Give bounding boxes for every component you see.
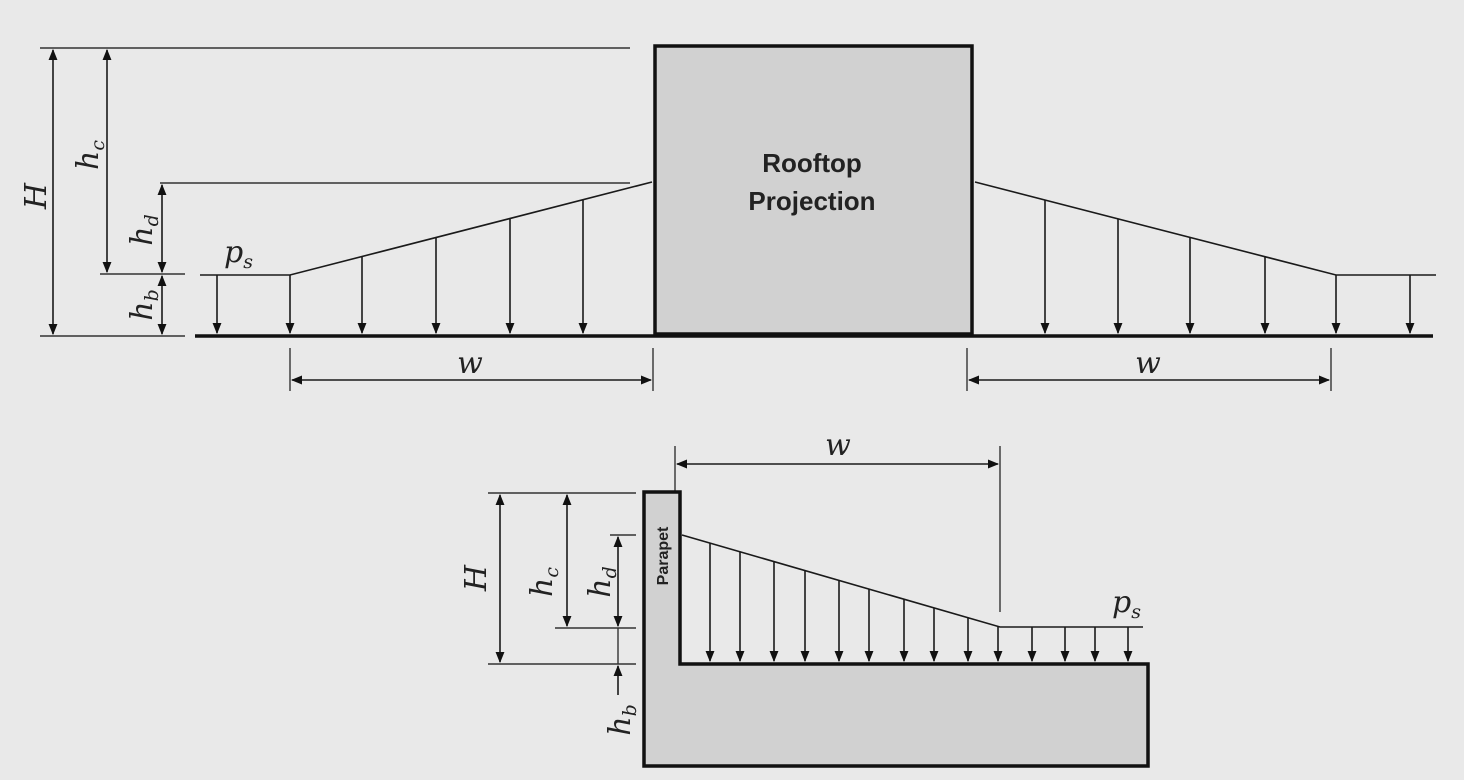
label-hb: hb bbox=[603, 704, 641, 736]
label-hc: hc bbox=[71, 140, 109, 170]
label-w-parapet: w bbox=[825, 428, 851, 463]
top-load-arrows bbox=[212, 199, 1415, 335]
parapet-load-arrows bbox=[705, 543, 1133, 663]
label-H: H bbox=[19, 182, 54, 210]
label-hb: hb bbox=[125, 289, 163, 321]
label-w-left: w bbox=[457, 346, 483, 381]
label-hd: hd bbox=[583, 566, 621, 598]
parapet-diagram: w H hc hd hb Parapet ps bbox=[459, 428, 1150, 768]
label-ps: ps bbox=[1112, 585, 1141, 623]
rooftop-projection-box bbox=[653, 44, 974, 336]
label-hc: hc bbox=[525, 567, 563, 597]
label-H: H bbox=[459, 564, 494, 592]
rooftop-projection-diagram: H hc hd hb ps Rooftop Projection w w bbox=[19, 44, 1436, 391]
parapet-label: Parapet bbox=[655, 526, 672, 585]
rooftop-projection-label-line2: Projection bbox=[748, 186, 875, 216]
label-w-right: w bbox=[1135, 346, 1161, 381]
label-ps-left: ps bbox=[224, 235, 253, 273]
label-hd: hd bbox=[125, 214, 163, 246]
rooftop-projection-label-line1: Rooftop bbox=[762, 148, 862, 178]
parapet-and-roof-body bbox=[642, 490, 1150, 768]
